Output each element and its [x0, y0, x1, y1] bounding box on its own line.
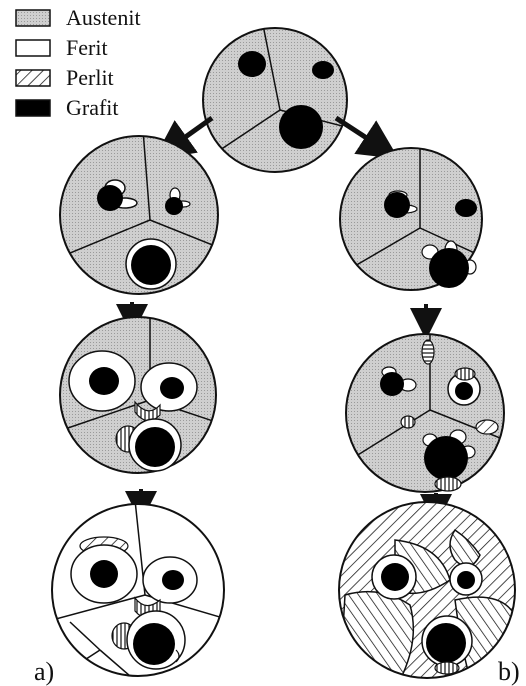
legend-label-graphite: Grafit: [66, 95, 119, 120]
ferrite-swatch: [15, 39, 51, 57]
graphite-nodule: [312, 61, 334, 79]
graphite-nodule: [133, 623, 175, 665]
graphite-nodule: [165, 197, 183, 215]
graphite-nodule: [457, 571, 475, 589]
graphite-nodule: [135, 427, 175, 467]
panel-label-b: b): [498, 657, 520, 686]
stage-b3: [345, 333, 505, 493]
graphite-nodule: [131, 245, 171, 285]
graphite-nodule: [429, 248, 469, 288]
stage-b4: [338, 501, 516, 679]
austenite-swatch: [15, 9, 51, 27]
graphite-nodule: [90, 560, 118, 588]
graphite-nodule: [279, 105, 323, 149]
legend-label-ferrite: Ferit: [66, 35, 108, 60]
pearlite-swatch: [15, 69, 51, 87]
graphite-nodule: [238, 51, 266, 77]
legend: Austenit Ferit Perlit Grafit: [15, 5, 141, 120]
graphite-nodule: [160, 377, 184, 399]
legend-label-austenite: Austenit: [66, 5, 141, 30]
stage-1-melt: [202, 27, 348, 173]
graphite-nodule: [162, 570, 184, 590]
graphite-nodule: [455, 382, 473, 400]
graphite-swatch: [15, 99, 51, 117]
graphite-nodule: [384, 192, 410, 218]
arrow-to-b: [334, 115, 399, 159]
graphite-nodule: [426, 623, 466, 663]
stage-a3: [59, 316, 217, 474]
graphite-nodule: [424, 436, 468, 480]
graphite-nodule: [380, 372, 404, 396]
arrow-to-a: [153, 115, 214, 160]
stage-b2: [339, 147, 483, 291]
legend-label-pearlite: Perlit: [66, 65, 114, 90]
graphite-nodule: [381, 563, 409, 591]
graphite-nodule: [89, 367, 119, 395]
stage-a4: [51, 503, 225, 677]
graphite-nodule: [455, 199, 477, 217]
stage-a2: [59, 135, 219, 295]
panel-label-a: a): [34, 657, 54, 686]
graphite-nodule: [97, 185, 123, 211]
